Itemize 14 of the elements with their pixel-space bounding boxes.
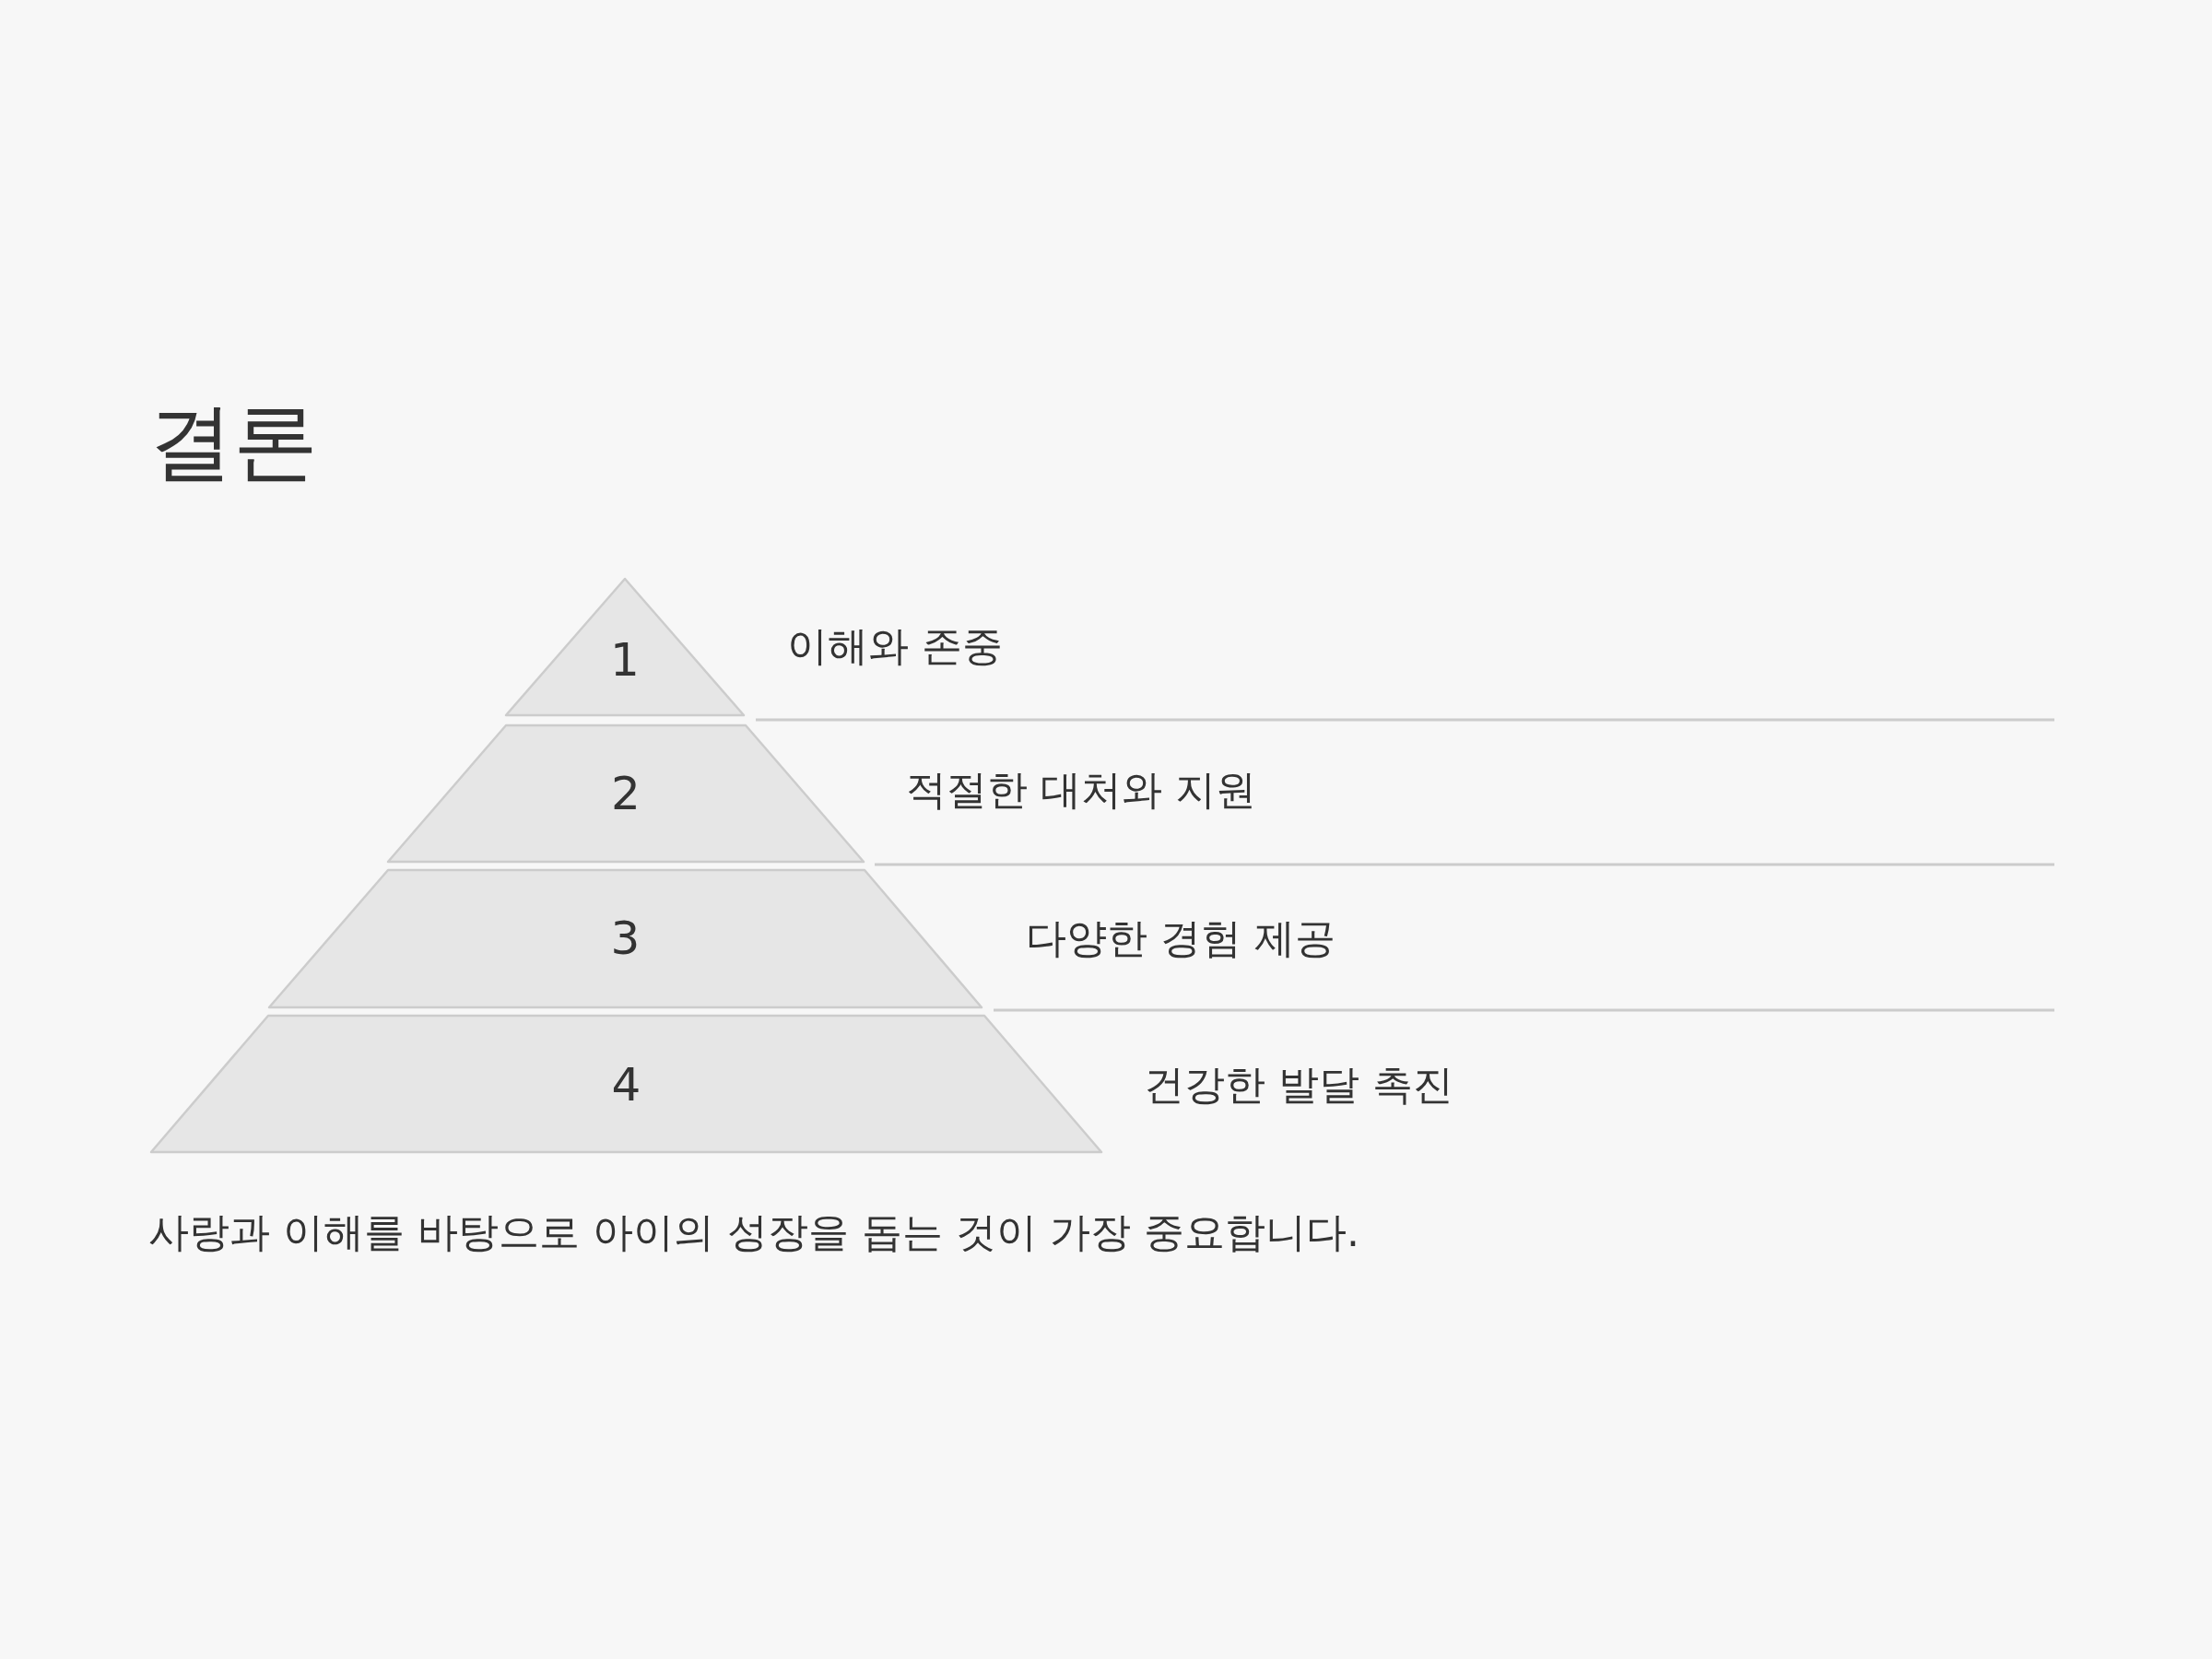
tier-label: 다양한 경험 제공 bbox=[1026, 913, 1335, 963]
slide-title: 결론 bbox=[148, 392, 318, 493]
tier-number: 4 bbox=[611, 1058, 641, 1112]
tier-number: 1 bbox=[610, 633, 640, 687]
tier-number: 2 bbox=[611, 767, 641, 820]
tier-number: 3 bbox=[610, 912, 641, 965]
tier-label: 적절한 대처와 지원 bbox=[906, 765, 1256, 815]
tier-label: 이해와 존중 bbox=[787, 621, 1003, 671]
pyramid-tier bbox=[388, 725, 864, 862]
pyramid-tier bbox=[151, 1016, 1101, 1152]
tier-label: 건강한 발달 촉진 bbox=[1144, 1060, 1453, 1110]
pyramid-tier bbox=[269, 870, 982, 1007]
pyramid-tier bbox=[506, 579, 744, 715]
caption-text: 사랑과 이해를 바탕으로 아이의 성장을 돕는 것이 가장 중요합니다. bbox=[148, 1207, 1359, 1257]
